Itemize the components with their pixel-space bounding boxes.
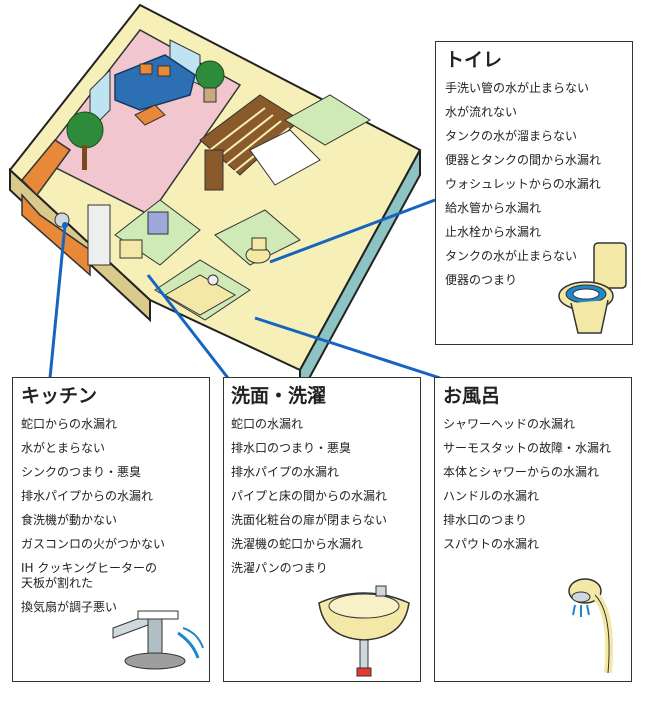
list-item: ウォシュレットからの水漏れ — [445, 177, 601, 191]
toilet-room-tank — [251, 237, 267, 251]
list-item: シンクのつまり・悪臭 — [21, 465, 142, 479]
list-item: 手洗い管の水が止まらない — [445, 81, 590, 95]
list-item: 排水パイプの水漏れ — [231, 465, 340, 479]
list-item: 便器とタンクの間から水漏れ — [445, 153, 602, 167]
list-item: タンクの水が溜まらない — [445, 129, 578, 143]
leader-lines — [48, 198, 441, 380]
sofa — [114, 54, 196, 111]
list-item: 水がとまらない — [21, 441, 106, 455]
list-item: シャワーヘッドの水漏れ — [443, 417, 576, 431]
stair-treads — [249, 129, 321, 186]
hall-door — [204, 149, 224, 191]
list-item: 排水口のつまり・悪臭 — [231, 441, 352, 455]
list-item: サーモスタットの故障・水漏れ — [443, 441, 612, 455]
leader-bath — [254, 316, 441, 380]
bath-title: お風呂 — [443, 385, 501, 407]
wash-list: 蛇口の水漏れ 排水口のつまり・悪臭 排水パイプの水漏れ パイプと床の間からの水漏… — [231, 417, 420, 576]
kitchen-panel: キッチン 蛇口からの水漏れ 水がとまらない シンクのつまり・悪臭 排水パイプから… — [12, 377, 210, 682]
toilet-panel: トイレ 手洗い管の水が止まらない 水が流れない タンクの水が溜まらない 便器とタ… — [435, 41, 633, 345]
plant-left-trunk — [82, 145, 87, 170]
list-item: 洗濯機の蛇口から水漏れ — [231, 537, 364, 551]
kitchen-counter — [20, 139, 72, 197]
toilet-title: トイレ — [445, 49, 503, 71]
list-item: パイプと床の間からの水漏れ — [231, 489, 388, 503]
list-item: 換気扇が調子悪い — [21, 600, 118, 614]
plant-right-pot — [203, 87, 217, 103]
list-item: ガスコンロの火がつかない — [21, 537, 166, 551]
list-item: 蛇口の水漏れ — [231, 417, 304, 431]
list-item: 食洗機が動かない — [21, 513, 118, 527]
shower-head-icon — [568, 578, 614, 674]
bath-list: シャワーヘッドの水漏れ サーモスタットの故障・水漏れ 本体とシャワーからの水漏れ… — [443, 417, 631, 552]
list-item: 止水栓から水漏れ — [445, 225, 542, 239]
wash-basin — [119, 239, 143, 259]
list-item: 便器のつまり — [445, 273, 518, 287]
coffee-table — [134, 104, 166, 126]
washing-machine — [147, 211, 169, 235]
list-item: 本体とシャワーからの水漏れ — [443, 465, 600, 479]
kitchen-list: 蛇口からの水漏れ 水がとまらない シンクのつまり・悪臭 排水パイプからの水漏れ … — [21, 417, 209, 615]
list-item: 洗面化粧台の扉が閉まらない — [231, 513, 388, 527]
wash-panel: 洗面・洗濯 蛇口の水漏れ 排水口のつまり・悪臭 排水パイプの水漏れ パイプと床の… — [223, 377, 421, 682]
list-item: 洗濯パンのつまり — [231, 561, 328, 575]
leader-wash — [146, 274, 230, 379]
toilet-list: 手洗い管の水が止まらない 水が流れない タンクの水が溜まらない 便器とタンクの間… — [445, 81, 632, 288]
faucet-icon — [112, 610, 204, 670]
list-item: ハンドルの水漏れ — [443, 489, 540, 503]
list-item: 蛇口からの水漏れ — [21, 417, 118, 431]
bath-drain — [207, 274, 219, 286]
leader-kitchen-dot — [62, 222, 68, 228]
bath-panel: お風呂 シャワーヘッドの水漏れ サーモスタットの故障・水漏れ 本体とシャワーから… — [434, 377, 632, 682]
list-item: スパウトの水漏れ — [443, 537, 540, 551]
leader-toilet — [269, 198, 436, 264]
bathtub — [163, 274, 237, 316]
list-item: 水が流れない — [445, 105, 518, 119]
leader-kitchen — [48, 224, 67, 379]
list-item: タンクの水が止まらない — [445, 249, 578, 263]
plant-left — [66, 111, 104, 149]
plant-right — [195, 60, 225, 90]
wash-title: 洗面・洗濯 — [231, 385, 327, 407]
toilet-icon — [558, 242, 627, 334]
cushion-1 — [139, 63, 153, 75]
kitchen-title: キッチン — [21, 385, 98, 407]
cushion-2 — [157, 65, 171, 77]
list-item: IH クッキングヒーターの 天板が割れた — [21, 561, 158, 590]
list-item: 給水管から水漏れ — [445, 201, 542, 215]
list-item: 排水パイプからの水漏れ — [21, 489, 154, 503]
kitchen-fridge — [87, 204, 111, 266]
washbasin-icon — [318, 585, 410, 677]
list-item: 排水口のつまり — [443, 513, 528, 527]
upper-room-floor — [284, 94, 371, 146]
